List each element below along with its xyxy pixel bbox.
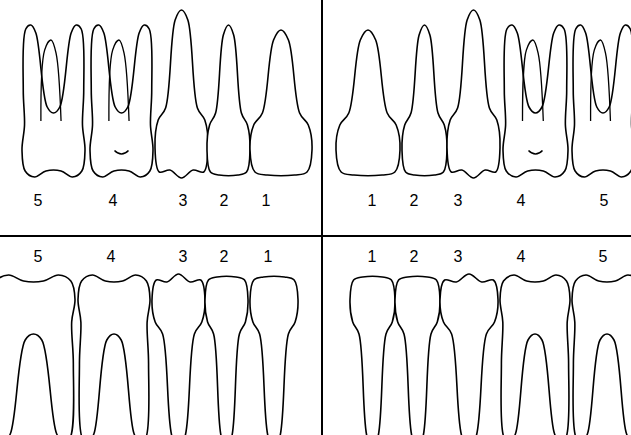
tooth-outline [250, 30, 312, 176]
tooth-number: 4 [106, 249, 117, 265]
tooth-shape [207, 25, 250, 176]
inner-root [522, 40, 543, 121]
tooth-number: 2 [409, 249, 420, 265]
tooth-number: 4 [516, 249, 527, 265]
tooth-shape [155, 10, 208, 178]
tooth-shape [402, 25, 447, 176]
tooth-number: 3 [178, 249, 189, 265]
tooth-outline [152, 274, 205, 435]
tooth-shape [205, 276, 248, 435]
tooth-number: 1 [367, 193, 378, 209]
crown-mark [529, 151, 543, 155]
tooth-outline [503, 25, 568, 177]
tooth-outline [155, 10, 208, 178]
tooth-shape [152, 274, 205, 435]
tooth-shape [250, 30, 312, 176]
tooth-number: 5 [33, 249, 44, 265]
tooth-shape [503, 25, 568, 177]
midline [321, 0, 323, 435]
tooth-number: 3 [453, 249, 464, 265]
tooth-number: 5 [598, 249, 609, 265]
tooth-number: 2 [219, 193, 230, 209]
tooth-outline [350, 276, 395, 435]
tooth-number: 5 [33, 193, 44, 209]
tooth-shape [447, 10, 500, 178]
tooth-outline [90, 25, 153, 177]
tooth-number: 4 [108, 193, 119, 209]
tooth-outline [500, 275, 570, 435]
tooth-number: 3 [453, 193, 464, 209]
inner-root [41, 40, 61, 121]
tooth-outline [402, 25, 447, 176]
tooth-outline [572, 25, 631, 177]
tooth-outline [205, 276, 248, 435]
tooth-number: 1 [367, 249, 378, 265]
tooth-outline [207, 25, 250, 176]
tooth-shape [250, 276, 298, 435]
tooth-outline [0, 275, 75, 435]
tooth-shape [572, 25, 631, 177]
crown-mark [115, 151, 129, 155]
tooth-outline [78, 275, 150, 435]
tooth-shape [350, 276, 395, 435]
occlusal-line [0, 235, 631, 237]
tooth-shape [500, 275, 570, 435]
tooth-outline [440, 274, 498, 435]
tooth-number: 1 [261, 193, 272, 209]
tooth-outline [447, 10, 500, 178]
tooth-shape [395, 276, 440, 435]
tooth-shape [78, 275, 150, 435]
tooth-shape [440, 274, 498, 435]
tooth-shape [336, 30, 400, 176]
tooth-outline [395, 276, 440, 435]
tooth-outline [250, 276, 298, 435]
tooth-number: 4 [516, 193, 527, 209]
tooth-number: 2 [219, 249, 230, 265]
inner-root [591, 40, 611, 121]
tooth-outline [572, 275, 631, 435]
tooth-number: 5 [599, 193, 610, 209]
tooth-number: 2 [409, 193, 420, 209]
tooth-shape [22, 25, 85, 177]
tooth-shape [572, 275, 631, 435]
tooth-shape [0, 275, 75, 435]
tooth-shape [90, 25, 153, 177]
tooth-number: 3 [178, 193, 189, 209]
tooth-outline [336, 30, 400, 176]
tooth-outline [22, 25, 85, 177]
tooth-number: 1 [263, 249, 274, 265]
inner-root [109, 40, 129, 121]
